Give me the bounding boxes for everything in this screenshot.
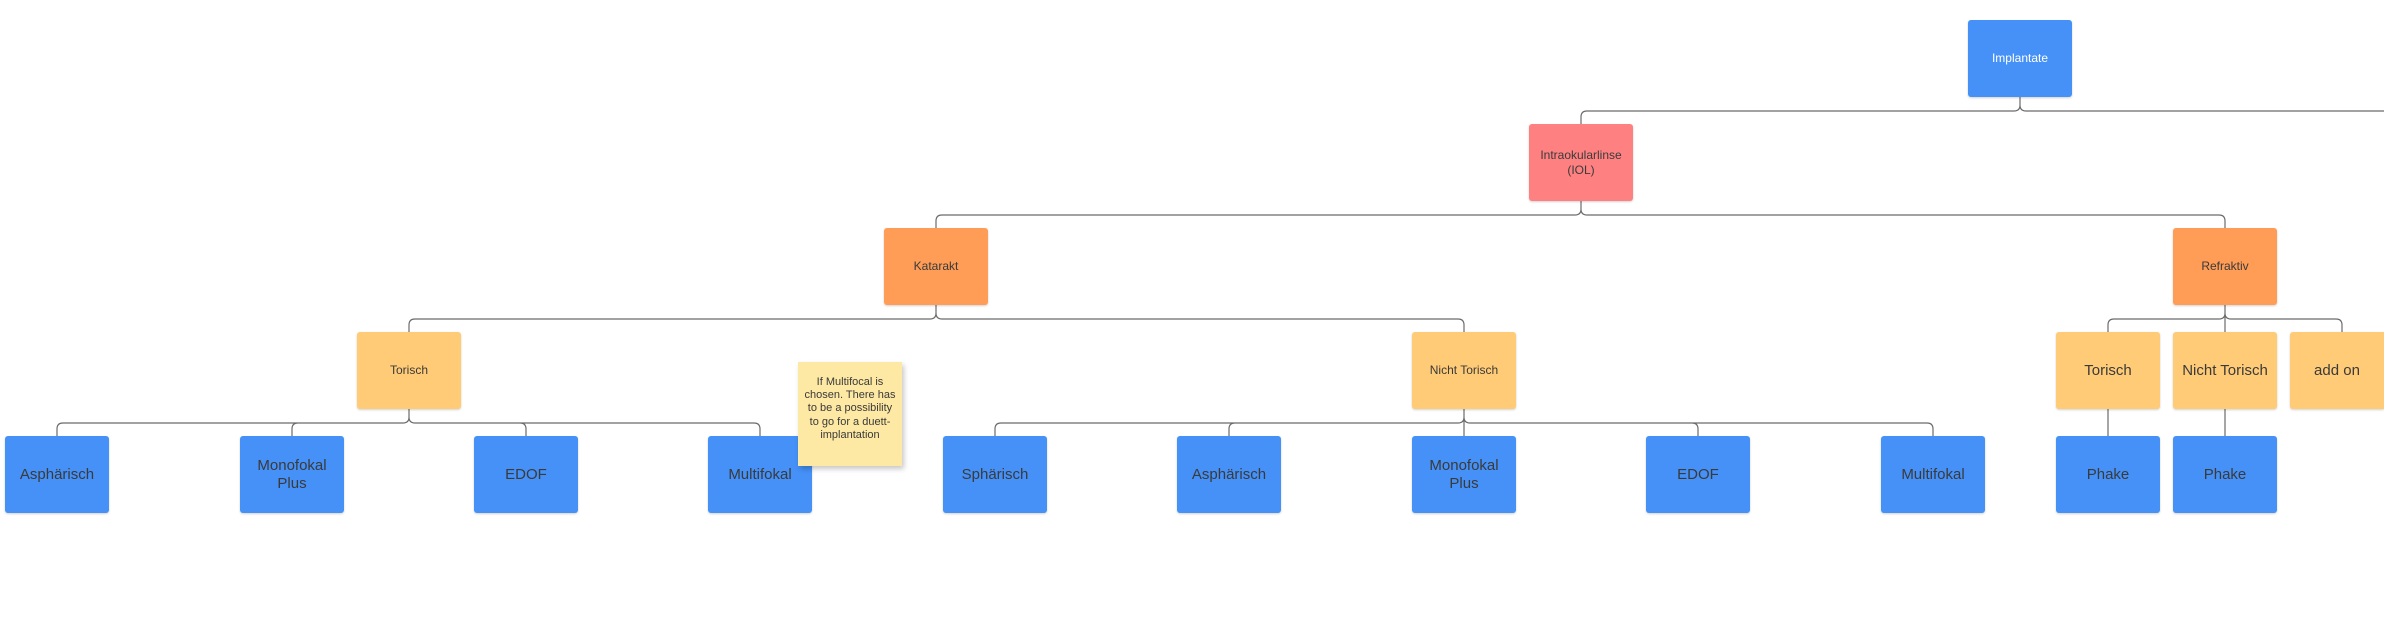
node-nicht-torisch-sphaerisch-label: Sphärisch: [961, 465, 1029, 483]
connector-refraktiv: [2107, 305, 2343, 332]
node-torisch-label: Torisch: [389, 363, 428, 378]
node-nicht-torisch-edof-label: EDOF: [1677, 465, 1719, 483]
node-implantate-label: Implantate: [1991, 51, 2049, 66]
node-katarakt[interactable]: Katarakt: [884, 228, 988, 305]
node-refraktiv-nicht-torisch-label: Nicht Torisch: [2182, 361, 2268, 379]
node-torisch-monofokal-plus-label: Monofokal Plus: [257, 456, 327, 492]
node-nicht-torisch[interactable]: Nicht Torisch: [1412, 332, 1516, 409]
node-torisch-edof-label: EDOF: [505, 465, 547, 483]
node-iol-label: Intraokularlinse (IOL): [1540, 148, 1622, 177]
node-refraktiv[interactable]: Refraktiv: [2173, 228, 2277, 305]
connector-torisch: [56, 409, 761, 436]
connector-implantate: [1580, 97, 2384, 124]
node-implantate[interactable]: Implantate: [1968, 20, 2072, 97]
node-nicht-torisch-multifokal[interactable]: Multifokal: [1881, 436, 1985, 513]
node-refraktiv-label: Refraktiv: [2201, 259, 2249, 274]
node-refraktiv-nicht-torisch-phake-label: Phake: [2203, 465, 2247, 483]
node-nicht-torisch-asphaerisch[interactable]: Asphärisch: [1177, 436, 1281, 513]
node-torisch-multifokal-label: Multifokal: [728, 465, 792, 483]
node-torisch-multifokal[interactable]: Multifokal: [708, 436, 812, 513]
node-torisch-edof[interactable]: EDOF: [474, 436, 578, 513]
node-refraktiv-nicht-torisch[interactable]: Nicht Torisch: [2173, 332, 2277, 409]
node-nicht-torisch-sphaerisch[interactable]: Sphärisch: [943, 436, 1047, 513]
node-refraktiv-torisch[interactable]: Torisch: [2056, 332, 2160, 409]
node-refraktiv-torisch-label: Torisch: [2084, 361, 2132, 379]
node-nicht-torisch-label: Nicht Torisch: [1429, 363, 1499, 378]
node-refraktiv-nicht-torisch-phake[interactable]: Phake: [2173, 436, 2277, 513]
node-torisch-asphaerisch-label: Asphärisch: [19, 465, 95, 483]
node-torisch[interactable]: Torisch: [357, 332, 461, 409]
node-torisch-monofokal-plus[interactable]: Monofokal Plus: [240, 436, 344, 513]
node-torisch-asphaerisch[interactable]: Asphärisch: [5, 436, 109, 513]
node-refraktiv-torisch-phake-label: Phake: [2086, 465, 2130, 483]
node-nicht-torisch-monofokal-plus[interactable]: Monofokal Plus: [1412, 436, 1516, 513]
sticky-note-text: If Multifocal is chosen. There has to be…: [804, 376, 896, 441]
node-nicht-torisch-multifokal-label: Multifokal: [1901, 465, 1965, 483]
connector-nicht-torisch: [994, 409, 1934, 436]
node-katarakt-label: Katarakt: [913, 259, 959, 274]
sticky-note[interactable]: If Multifocal is chosen. There has to be…: [798, 362, 902, 466]
node-refraktiv-add-on[interactable]: add on: [2290, 332, 2384, 409]
node-refraktiv-add-on-label: add on: [2314, 361, 2360, 379]
connector-iol: [935, 201, 2226, 228]
node-nicht-torisch-asphaerisch-label: Asphärisch: [1191, 465, 1267, 483]
node-refraktiv-torisch-phake[interactable]: Phake: [2056, 436, 2160, 513]
node-iol[interactable]: Intraokularlinse (IOL): [1529, 124, 1633, 201]
node-nicht-torisch-edof[interactable]: EDOF: [1646, 436, 1750, 513]
connector-katarakt: [408, 305, 1465, 332]
node-nicht-torisch-monofokal-plus-label: Monofokal Plus: [1429, 456, 1499, 492]
